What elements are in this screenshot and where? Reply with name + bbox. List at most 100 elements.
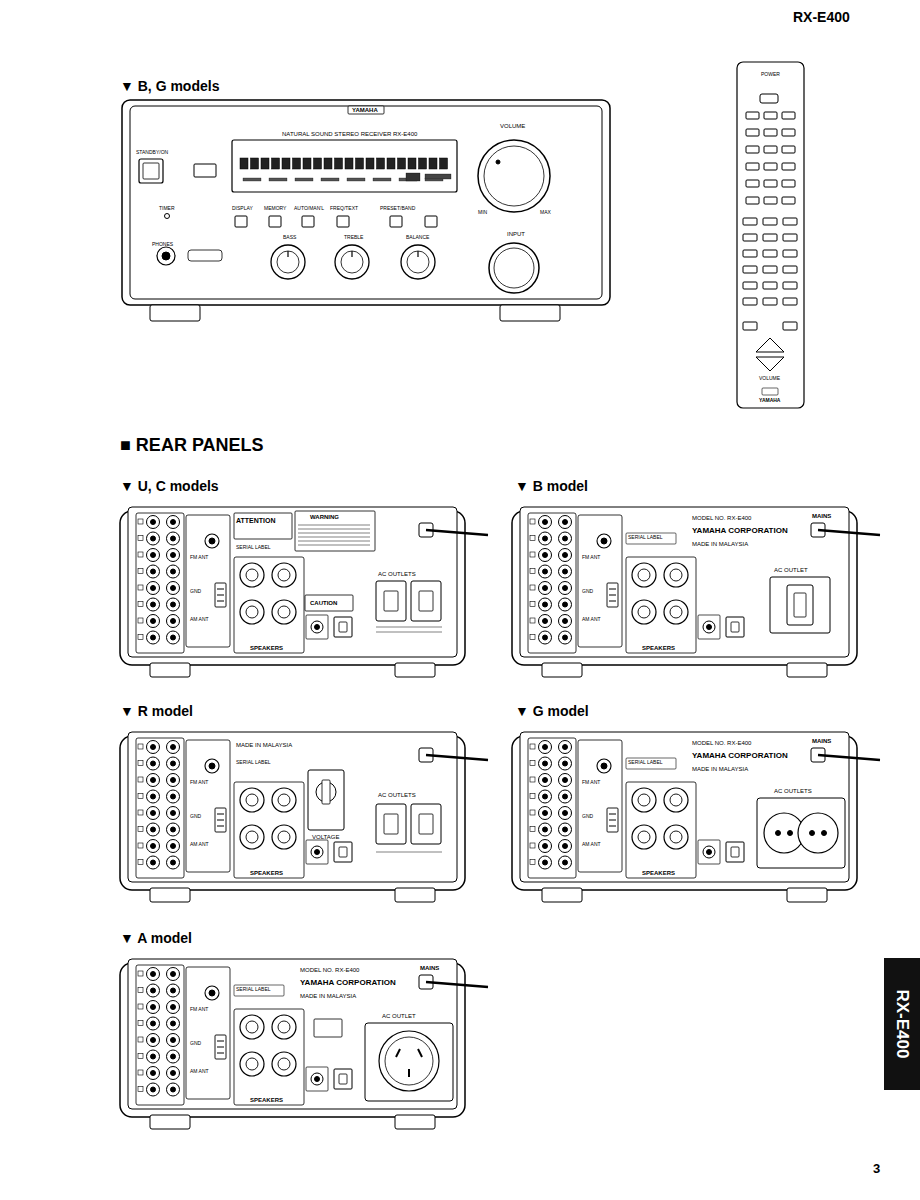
- rear-panel-label: AC OUTLETS: [378, 792, 416, 798]
- terminal-slot: [217, 1041, 224, 1042]
- jack-frame: [306, 840, 328, 864]
- remote-button: [782, 197, 795, 204]
- rca-jack: [147, 516, 160, 529]
- rear-plate: [128, 507, 457, 657]
- rca-jack: [147, 1034, 160, 1047]
- input-knob-rim: [494, 248, 534, 288]
- rca-marker: [138, 843, 143, 848]
- fm-antenna-jack: [205, 759, 219, 773]
- rear-panel-label: WARNING: [310, 514, 339, 520]
- rca-jack: [147, 823, 160, 836]
- rca-pin: [563, 761, 568, 766]
- rca-pin: [171, 988, 176, 993]
- display-segment: [345, 158, 353, 169]
- rca-pin: [171, 972, 176, 977]
- panel-label: MAX: [540, 210, 551, 215]
- rca-jack: [147, 1083, 160, 1096]
- rca-jack: [147, 598, 160, 611]
- display-segment: [314, 158, 322, 169]
- subwoofer-pin: [707, 625, 712, 630]
- rca-marker: [138, 1054, 143, 1059]
- foot: [500, 305, 560, 321]
- rear-panel-label: AM ANT: [190, 1069, 209, 1074]
- rca-pin: [171, 635, 176, 640]
- remote-button: [746, 146, 759, 153]
- antenna-block: [186, 967, 230, 1099]
- rca-jack: [147, 549, 160, 562]
- rca-block: [136, 513, 184, 653]
- terminal-slot: [217, 589, 224, 590]
- speaker-terminal-cap: [246, 1021, 258, 1033]
- power-cord: [426, 755, 488, 760]
- input-knob: [489, 243, 539, 293]
- rca-marker: [138, 1021, 143, 1026]
- rca-jack: [539, 741, 552, 754]
- rca-jack: [167, 968, 180, 981]
- serial-label-plate: [234, 985, 284, 996]
- speaker-block: [234, 1009, 304, 1105]
- panel-label: POWER: [761, 72, 780, 77]
- rca-pin: [543, 635, 548, 640]
- panel-label: MEMORY: [264, 206, 286, 211]
- rear-plate: [520, 507, 849, 657]
- display-segment: [429, 158, 437, 169]
- tone-knob-cap: [407, 251, 429, 273]
- panel-button: [269, 216, 281, 227]
- speaker-terminal-cap: [670, 606, 682, 618]
- display-segment: [335, 158, 343, 169]
- rca-jack: [167, 532, 180, 545]
- panel-label: FREQ/TEXT: [330, 206, 358, 211]
- rear-panel: [512, 732, 880, 902]
- rca-block: [528, 513, 576, 653]
- display-segment: [272, 158, 280, 169]
- rca-marker: [138, 971, 143, 976]
- rca-pin: [563, 602, 568, 607]
- rca-pin: [543, 761, 548, 766]
- rca-pin: [151, 586, 156, 591]
- speaker-terminal: [272, 563, 296, 587]
- rca-pin: [151, 619, 156, 624]
- rca-pin: [151, 1038, 156, 1043]
- ac-outlet-frame: [770, 577, 830, 633]
- rca-marker: [138, 569, 143, 574]
- remote-button: [783, 282, 797, 289]
- foot: [150, 663, 190, 677]
- remote-button: [743, 282, 757, 289]
- rca-jack: [559, 840, 572, 853]
- rca-block: [136, 965, 184, 1105]
- foot: [150, 305, 200, 321]
- remote-button: [764, 197, 777, 204]
- rear-panel: [120, 507, 488, 677]
- europlug-outlet: [798, 813, 838, 853]
- rca-pin: [151, 635, 156, 640]
- display-segment: [398, 158, 406, 169]
- foot: [395, 663, 435, 677]
- rca-pin: [543, 553, 548, 558]
- voltage-selector-frame: [308, 770, 344, 830]
- rca-jack: [147, 741, 160, 754]
- rca-jack: [167, 1050, 180, 1063]
- rca-jack: [539, 516, 552, 529]
- fm-antenna-pin: [601, 538, 607, 544]
- rca-marker: [138, 1004, 143, 1009]
- display-segment: [261, 158, 269, 169]
- rear-panel-label: FM ANT: [190, 1007, 208, 1012]
- rca-marker: [530, 777, 535, 782]
- rca-jack: [147, 615, 160, 628]
- rca-jack: [167, 1017, 180, 1030]
- rear-panel: [120, 732, 488, 902]
- display-segment: [303, 158, 311, 169]
- panel-label: INPUT: [507, 231, 525, 237]
- rear-panel-label: MODEL NO. RX-E400: [300, 967, 359, 973]
- rca-jack: [147, 774, 160, 787]
- panel-label: BALANCE: [406, 235, 429, 240]
- remote-logo-mark: [762, 388, 778, 395]
- panel-label: ▼ R model: [120, 704, 193, 718]
- speaker-terminal-cap: [670, 831, 682, 843]
- speaker-terminal: [240, 1052, 264, 1076]
- terminal-slot: [217, 826, 224, 827]
- rca-pin: [563, 553, 568, 558]
- remote-button: [760, 94, 778, 103]
- rca-pin: [151, 844, 156, 849]
- volume-arrows: [756, 338, 784, 371]
